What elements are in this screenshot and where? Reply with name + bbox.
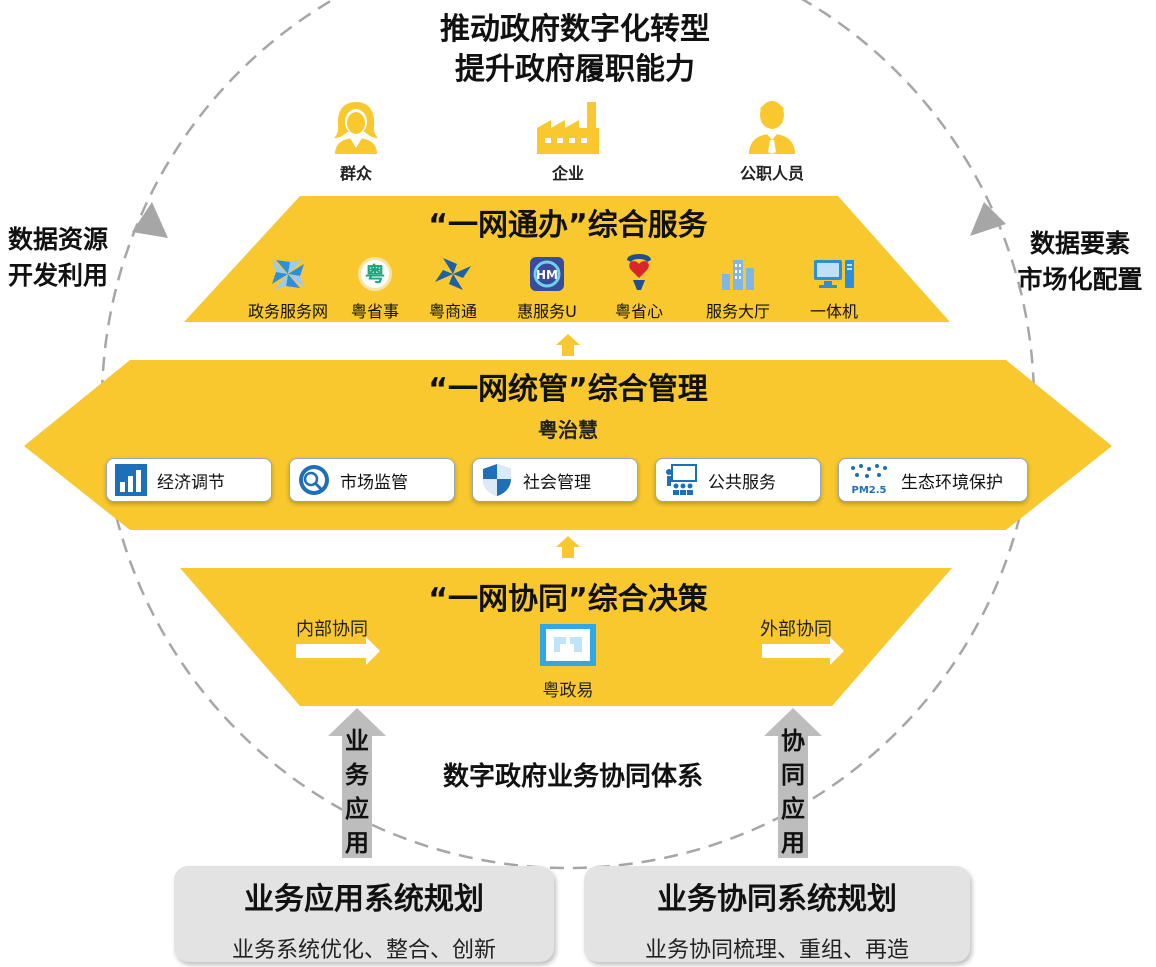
plan-business-collaboration-subtitle: 业务协同梳理、重组、再造 [644, 938, 909, 963]
plan-business-application-title: 业务应用系统规划 [244, 882, 484, 917]
pinwheel-icon [272, 260, 304, 290]
card-market-supervision[interactable]: 市场监管 [289, 458, 455, 502]
card-social-management[interactable]: 社会管理 [472, 458, 638, 502]
factory-icon [537, 102, 599, 154]
user-public-label: 群众 [339, 164, 372, 183]
app-all-in-one-machine[interactable]: 一体机 [779, 256, 889, 322]
business-app-char-3: 应 [345, 795, 369, 823]
up-arrow-1 [556, 334, 580, 356]
user-public: 群众 [296, 98, 416, 184]
circle-arrow-right [970, 202, 1006, 236]
app-huifuwu[interactable]: HM 惠服务U [492, 256, 602, 322]
pm25-icon: PM2.5 [851, 464, 887, 496]
card-social-management-label: 社会管理 [523, 472, 591, 493]
plan-business-application[interactable]: 业务应用系统规划 业务系统优化、整合、创新 [174, 866, 554, 963]
service-band-title: “一网通办”综合服务 [428, 208, 708, 243]
card-market-supervision-label: 市场监管 [340, 472, 408, 493]
yuezhengyi-logo-icon [540, 624, 596, 666]
plan-business-collaboration[interactable]: 业务协同系统规划 业务协同梳理、重组、再造 [584, 866, 970, 963]
app-service-hall-label: 服务大厅 [705, 302, 770, 321]
yuezhengyi-app[interactable] [538, 622, 598, 668]
app-yueshangtong-label: 粤商通 [428, 302, 477, 321]
pinwheel-icon [435, 258, 471, 290]
svg-text:粤: 粤 [365, 262, 385, 286]
app-yueshangtong[interactable]: 粤商通 [398, 256, 508, 322]
card-economic-regulation[interactable]: 经济调节 [106, 458, 272, 502]
management-band-title: “一网统管”综合管理 [428, 372, 708, 407]
card-ecological-protection-label: 生态环境保护 [901, 472, 1003, 493]
presentation-icon [666, 464, 697, 495]
app-yueshengxin[interactable]: 粤省心 [584, 250, 694, 322]
internal-arrow [296, 637, 380, 665]
yue-logo-icon: 粤 [358, 257, 392, 291]
title-line-2: 提升政府履职能力 [455, 52, 695, 87]
right-label-line-1: 数据要素 [1029, 229, 1130, 258]
card-public-service-label: 公共服务 [708, 472, 776, 493]
collab-app-char-4: 用 [781, 829, 805, 857]
business-app-char-4: 用 [345, 829, 369, 857]
official-user-icon [749, 101, 795, 154]
user-official: 公职人员 [712, 98, 832, 184]
left-label-line-1: 数据资源 [8, 225, 109, 254]
phone-heart-icon [627, 254, 651, 290]
user-enterprise-label: 企业 [551, 164, 584, 183]
up-arrow-2 [556, 536, 580, 558]
left-side-label: 数据资源 开发利用 [8, 222, 108, 294]
page-title: 推动政府数字化转型 提升政府履职能力 [340, 10, 810, 90]
shield-icon [483, 464, 511, 496]
app-yueshengshi-label: 粤省事 [350, 302, 399, 321]
business-app-char-1: 业 [345, 727, 369, 755]
card-public-service[interactable]: 公共服务 [655, 458, 821, 502]
hui-logo-icon: HM [530, 257, 564, 291]
external-collab-label: 外部协同 [760, 619, 832, 640]
internal-collab-label: 内部协同 [296, 619, 368, 640]
building-icon [722, 260, 754, 290]
plan-business-collaboration-title: 业务协同系统规划 [657, 882, 897, 917]
external-arrow [762, 637, 844, 665]
business-app-arrow-text: 业 务 应 用 [337, 724, 377, 860]
business-app-char-2: 务 [345, 761, 369, 789]
system-label: 数字政府业务协同体系 [442, 762, 703, 792]
right-side-label: 数据要素 市场化配置 [1006, 226, 1154, 298]
collab-app-arrow [764, 708, 822, 858]
svg-text:PM2.5: PM2.5 [852, 485, 887, 496]
left-label-line-2: 开发利用 [8, 261, 109, 290]
card-economic-regulation-label: 经济调节 [157, 472, 225, 493]
circle-arrow-left [132, 202, 168, 238]
app-yueshengshi[interactable]: 粤 粤省事 [320, 256, 430, 322]
woman-user-icon [334, 102, 378, 154]
plan-business-application-subtitle: 业务系统优化、整合、创新 [231, 938, 496, 963]
user-official-label: 公职人员 [739, 164, 804, 183]
market-monitor-icon [299, 465, 329, 495]
app-gov-service-network-label: 政务服务网 [247, 302, 328, 321]
yuezhengyi-label: 粤政易 [542, 681, 594, 701]
collab-app-char-2: 同 [781, 761, 805, 789]
collab-app-char-3: 应 [781, 795, 805, 823]
right-label-line-2: 市场化配置 [1017, 265, 1143, 294]
app-huifuwu-label: 惠服务U [517, 302, 577, 321]
title-line-1: 推动政府数字化转型 [440, 12, 710, 47]
app-gov-service-network[interactable]: 政务服务网 [233, 256, 343, 322]
bar-chart-icon [115, 464, 147, 496]
collab-app-arrow-text: 协 同 应 用 [773, 724, 813, 860]
app-yueshengxin-label: 粤省心 [614, 302, 663, 321]
svg-text:HM: HM [536, 268, 558, 282]
user-enterprise: 企业 [508, 98, 628, 184]
app-service-hall[interactable]: 服务大厅 [683, 256, 793, 322]
management-subtitle: 粤治慧 [538, 418, 598, 442]
collab-app-char-1: 协 [781, 727, 805, 755]
computer-icon [814, 260, 854, 288]
app-all-in-one-machine-label: 一体机 [809, 302, 858, 321]
card-ecological-protection[interactable]: PM2.5 生态环境保护 [838, 458, 1028, 502]
decision-band-title: “一网协同”综合决策 [428, 582, 708, 617]
business-app-arrow [328, 708, 386, 858]
